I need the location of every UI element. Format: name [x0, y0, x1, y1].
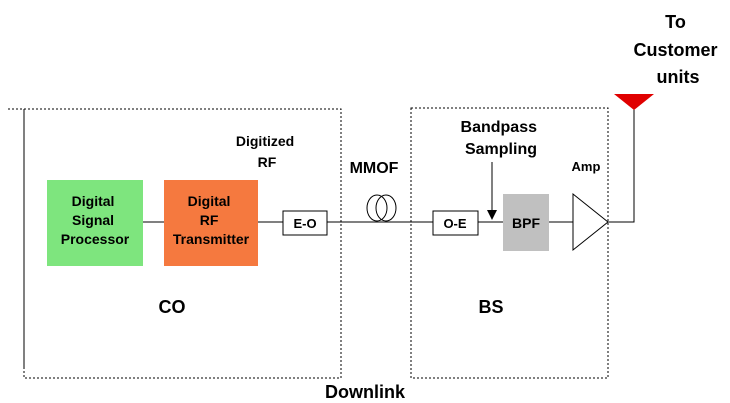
digitized-rf-label: Digitized RF	[236, 133, 298, 170]
fiber-coil-2	[375, 194, 397, 222]
antenna-icon	[614, 94, 654, 110]
dsp-label: Digital Signal Processor	[61, 193, 130, 247]
dsp-block	[47, 180, 143, 266]
bpf-block	[503, 194, 549, 251]
eo-converter	[282, 210, 328, 236]
bpf-label: BPF	[512, 215, 540, 231]
amplifier	[572, 192, 609, 252]
bs-enclosure	[410, 107, 609, 379]
oe-converter	[432, 210, 479, 236]
bs-label: BS	[478, 297, 503, 317]
bandpass-sampling-label: Bandpass Sampling	[461, 119, 542, 158]
fiber-coil-1	[366, 194, 388, 222]
customer-units-label: To Customer units	[633, 12, 722, 87]
eo-label: E-O	[293, 216, 316, 231]
oe-label: O-E	[443, 216, 466, 231]
amp-label: Amp	[572, 159, 601, 174]
downlink-caption: Downlink	[325, 382, 406, 402]
mmof-label: MMOF	[350, 160, 399, 177]
antenna-feed	[608, 100, 635, 223]
rf-transmitter-label: Digital RF Transmitter	[173, 193, 250, 247]
co-label: CO	[159, 297, 186, 317]
rf-transmitter-block	[164, 180, 258, 266]
sampling-arrow-head	[487, 210, 497, 220]
